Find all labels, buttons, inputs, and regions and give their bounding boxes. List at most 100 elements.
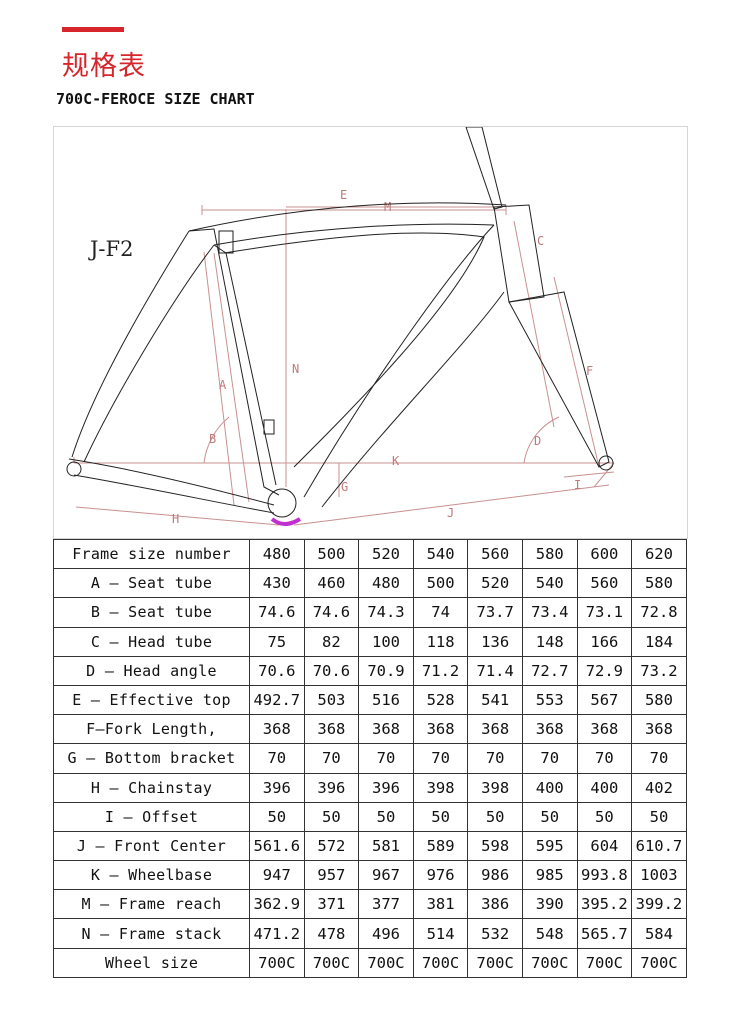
dim-letter-i: I (574, 478, 581, 492)
value-cell: 595 (521, 830, 578, 862)
value-cell: 496 (358, 918, 414, 949)
value-cell: 700C (521, 947, 578, 978)
size-header-cell: 620 (631, 538, 687, 570)
value-cell: 100 (358, 626, 414, 657)
row-label-cell: M — Frame reach (53, 889, 250, 920)
value-cell: 70 (631, 743, 687, 774)
row-label-cell: F—Fork Length, (53, 714, 250, 745)
value-cell: 70.9 (358, 655, 414, 686)
value-cell: 560 (576, 568, 633, 599)
value-cell: 71.2 (412, 655, 469, 686)
value-cell: 610.7 (631, 830, 687, 862)
size-header-cell: 480 (249, 538, 305, 570)
frame-model-label: J-F2 (90, 237, 134, 261)
row-label-cell: K — Wheelbase (53, 860, 250, 891)
value-cell: 398 (412, 772, 469, 803)
dim-letter-f: F (586, 364, 593, 378)
value-cell: 700C (467, 947, 523, 978)
value-cell: 700C (576, 947, 633, 978)
value-cell: 565.7 (576, 918, 633, 949)
value-cell: 72.8 (631, 597, 687, 628)
value-cell: 396 (249, 772, 305, 803)
value-cell: 1003 (631, 860, 687, 891)
frame-diagram-svg: E M C N A B F D K G H J I (66, 127, 615, 526)
value-cell: 72.9 (576, 655, 633, 686)
value-cell: 572 (303, 830, 360, 862)
value-cell: 74.6 (249, 597, 305, 628)
value-cell: 73.1 (576, 597, 633, 628)
value-cell: 967 (358, 860, 414, 891)
value-cell: 166 (576, 626, 633, 657)
dim-letter-a: A (219, 378, 227, 392)
size-chart-title: 700C-FEROCE SIZE CHART (56, 90, 255, 108)
value-cell: 136 (467, 626, 523, 657)
value-cell: 390 (521, 889, 578, 920)
row-label-cell: D — Head angle (53, 655, 250, 686)
dim-letter-g: G (341, 480, 348, 494)
value-cell: 492.7 (249, 684, 305, 716)
value-cell: 541 (467, 684, 523, 716)
value-cell: 73.7 (467, 597, 523, 628)
row-label-cell: B — Seat tube (53, 597, 250, 628)
value-cell: 71.4 (467, 655, 523, 686)
value-cell: 986 (467, 860, 523, 891)
value-cell: 368 (631, 714, 687, 745)
value-cell: 368 (412, 714, 469, 745)
title-accent-bar (62, 27, 124, 32)
row-label-cell: E — Effective top (53, 684, 250, 716)
value-cell: 700C (631, 947, 687, 978)
value-cell: 520 (467, 568, 523, 599)
value-cell: 73.2 (631, 655, 687, 686)
value-cell: 430 (249, 568, 305, 599)
dim-letter-e: E (340, 188, 347, 202)
dim-letter-b: B (209, 432, 216, 446)
value-cell: 700C (249, 947, 305, 978)
row-label-cell: I — Offset (53, 801, 250, 832)
row-label-cell: J — Front Center (53, 830, 250, 862)
value-cell: 580 (631, 684, 687, 716)
value-cell: 500 (412, 568, 469, 599)
value-cell: 70 (303, 743, 360, 774)
value-cell: 589 (412, 830, 469, 862)
value-cell: 50 (412, 801, 469, 832)
value-cell: 478 (303, 918, 360, 949)
value-cell: 548 (521, 918, 578, 949)
value-cell: 377 (358, 889, 414, 920)
value-cell: 50 (249, 801, 305, 832)
value-cell: 50 (631, 801, 687, 832)
value-cell: 368 (249, 714, 305, 745)
value-cell: 604 (576, 830, 633, 862)
value-cell: 72.7 (521, 655, 578, 686)
value-cell: 70 (358, 743, 414, 774)
value-cell: 540 (521, 568, 578, 599)
value-cell: 70 (467, 743, 523, 774)
value-cell: 368 (303, 714, 360, 745)
value-cell: 368 (358, 714, 414, 745)
value-cell: 976 (412, 860, 469, 891)
dim-letter-h: H (172, 512, 179, 526)
value-cell: 73.4 (521, 597, 578, 628)
value-cell: 50 (358, 801, 414, 832)
row-label-cell: G — Bottom bracket (53, 743, 250, 774)
size-header-cell: 580 (521, 538, 578, 570)
value-cell: 400 (521, 772, 578, 803)
value-cell: 581 (358, 830, 414, 862)
value-cell: 74.6 (303, 597, 360, 628)
value-cell: 400 (576, 772, 633, 803)
row-label-cell: C — Head tube (53, 626, 250, 657)
value-cell: 50 (467, 801, 523, 832)
frame-geometry-diagram: E M C N A B F D K G H J I (53, 126, 688, 539)
